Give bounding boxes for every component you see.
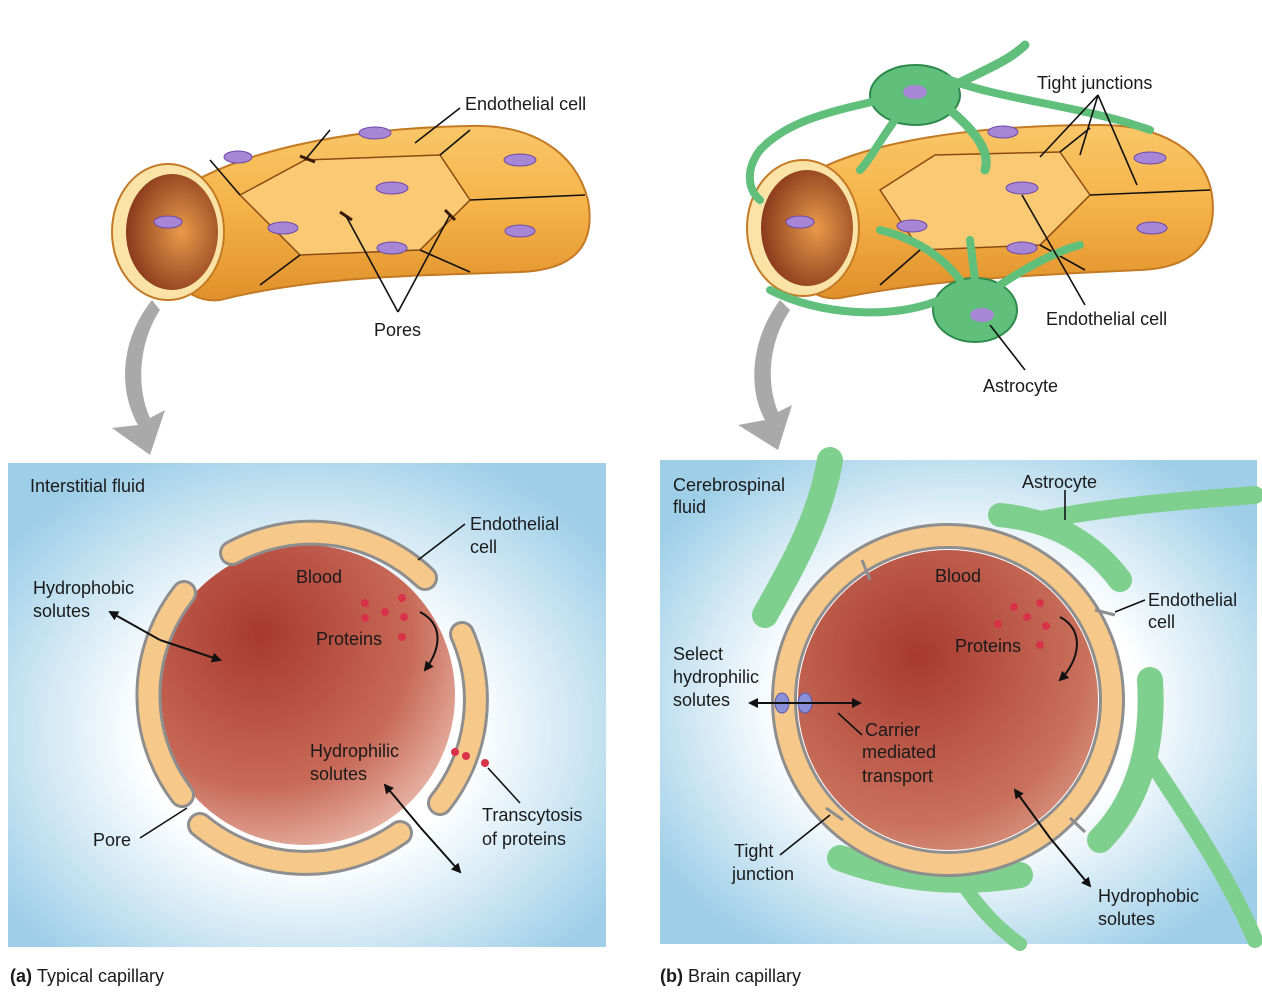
label-interstitial-fluid: Interstitial fluid xyxy=(30,476,145,496)
label-a-transcytosis: Transcytosis xyxy=(482,805,582,825)
typical-capillary-cross-section xyxy=(135,519,489,876)
label-a-hydrophobic-solutes: solutes xyxy=(33,601,90,621)
label-csf: Cerebrospinal xyxy=(673,475,785,495)
arrows-b xyxy=(748,490,1146,888)
brain-astrocyte-processes xyxy=(752,447,1262,951)
caption-a-text: Typical capillary xyxy=(37,966,164,986)
label-b-hydrophobic-solutes: solutes xyxy=(1098,909,1155,929)
label-b-cell: cell xyxy=(1148,612,1175,632)
label-csf-fluid: fluid xyxy=(673,497,706,517)
label-a-endothelial-cell: Endothelial cell xyxy=(465,94,586,114)
label-b-cs-astrocyte: Astrocyte xyxy=(1022,472,1097,492)
caption-b-text: Brain capillary xyxy=(688,966,801,986)
brain-capillary-cross-section xyxy=(771,523,1125,877)
label-b-hydrophilic: hydrophilic xyxy=(673,667,759,687)
label-b-endothelial: Endothelial xyxy=(1148,590,1237,610)
label-b-astrocyte: Astrocyte xyxy=(983,376,1058,396)
label-a-pore: Pore xyxy=(93,830,131,850)
pointer-lines-a-top xyxy=(345,107,461,313)
label-a-hydrophobic: Hydrophobic xyxy=(33,578,134,598)
astrocytes-top xyxy=(745,40,1154,343)
label-a-cell: cell xyxy=(470,537,497,557)
pointer-lines-b-top xyxy=(989,94,1138,371)
label-a-hydrophilic-solutes: solutes xyxy=(310,764,367,784)
caption-a-letter: (a) xyxy=(10,966,32,986)
caption-b-letter: (b) xyxy=(660,966,683,986)
arrows-a xyxy=(108,523,521,874)
label-b-blood: Blood xyxy=(935,566,981,586)
label-b-endothelial-cell: Endothelial cell xyxy=(1046,309,1167,329)
label-b-junction: junction xyxy=(731,864,794,884)
label-a-proteins: Proteins xyxy=(316,629,382,649)
label-b-carrier: Carrier xyxy=(865,720,920,740)
label-b-select: Select xyxy=(673,644,723,664)
zoom-arrow-b xyxy=(738,300,792,450)
label-b-tight: Tight xyxy=(734,841,773,861)
label-a-endothelial: Endothelial xyxy=(470,514,559,534)
caption-a: (a)Typical capillary xyxy=(10,966,164,986)
label-a-pores: Pores xyxy=(374,320,421,340)
label-b-solutes: solutes xyxy=(673,690,730,710)
label-b-transport: transport xyxy=(862,766,933,786)
caption-b: (b)Brain capillary xyxy=(660,966,801,986)
label-b-hydrophobic: Hydrophobic xyxy=(1098,886,1199,906)
label-a-blood: Blood xyxy=(296,567,342,587)
zoom-arrow-a xyxy=(112,300,165,455)
label-a-of-proteins: of proteins xyxy=(482,829,566,849)
label-b-mediated: mediated xyxy=(862,742,936,762)
typical-capillary-tube xyxy=(111,124,591,302)
label-a-hydrophilic: Hydrophilic xyxy=(310,741,399,761)
label-b-tight-junctions: Tight junctions xyxy=(1037,73,1152,93)
brain-capillary-tube xyxy=(746,123,1214,300)
label-b-proteins: Proteins xyxy=(955,636,1021,656)
